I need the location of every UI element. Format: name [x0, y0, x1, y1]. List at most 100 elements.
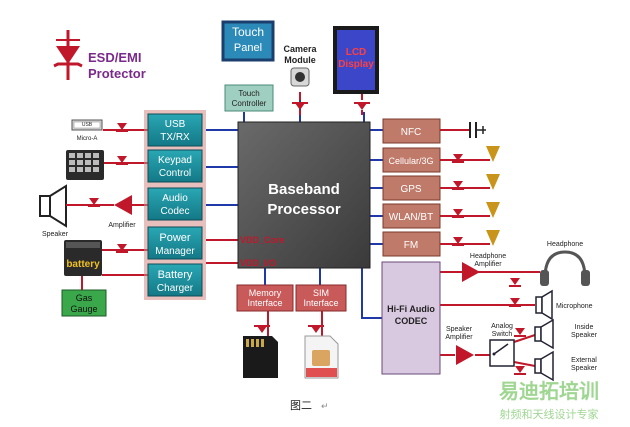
esd-emi-legend: ESD/EMI Protector	[53, 30, 146, 81]
camera-label-line2: Module	[284, 55, 316, 65]
hifi-line1: Hi-Fi Audio	[387, 304, 435, 314]
headphone-label: Headphone	[547, 241, 583, 248]
figure-caption: 图二	[290, 399, 312, 412]
esd-diode-icon	[509, 298, 521, 307]
inside-speaker-line2: Speaker	[571, 332, 598, 339]
speaker-amp-line1: Speaker	[446, 326, 473, 333]
usb-block: USB TX/RX	[147, 113, 203, 147]
esd-diode-icon	[452, 209, 464, 218]
rf-label-wlan: WLAN/BT	[389, 212, 433, 223]
touch-controller-line2: Controller	[232, 99, 267, 108]
esd-diode-icon	[292, 102, 308, 115]
watermark: 易迪拓培训 射频和天线设计专家	[499, 379, 599, 421]
antenna-icon	[486, 146, 500, 162]
esd-diode-icon	[452, 237, 464, 246]
keypad-line1: Keypad	[158, 155, 192, 166]
lcd-line2: Display	[338, 59, 374, 70]
speaker-amplifier-icon	[456, 345, 474, 365]
rf-block-wlan: WLAN/BT	[382, 203, 441, 229]
microphone-label: Microphone	[556, 303, 593, 310]
amplifier-label: Amplifier	[108, 222, 136, 229]
audio-line1: Audio	[162, 193, 188, 204]
memory-line2: Interface	[247, 298, 282, 308]
keypad-block: Keypad Control	[147, 149, 203, 183]
esd-label-line1: ESD/EMI	[88, 50, 141, 65]
analog-switch-line2: Switch	[492, 331, 513, 338]
sim-line1: SIM	[313, 288, 329, 298]
inside-speaker-line1: Inside	[575, 324, 594, 331]
rf-block-gps: GPS	[382, 175, 441, 201]
sim-line2: Interface	[303, 298, 338, 308]
battery-label: battery	[66, 259, 100, 270]
lcd-display: LCD Display	[333, 26, 379, 94]
analog-switch-line1: Analog	[491, 323, 513, 330]
esd-diode-icon	[514, 366, 526, 375]
esd-diode-icon	[452, 181, 464, 190]
usb-connector-label-line2: Micro-A	[77, 136, 98, 142]
audio-codec-block: Audio Codec	[147, 187, 203, 221]
baseband-line1: Baseband	[268, 181, 340, 198]
speaker-icon	[39, 184, 67, 228]
vdd-core-label: VDD_Core	[240, 235, 285, 245]
esd-diode-icon	[514, 328, 526, 337]
watermark-line1: 易迪拓培训	[499, 379, 599, 403]
esd-diode-icon	[308, 325, 324, 333]
rf-label-cellular: Cellular/3G	[388, 156, 433, 166]
nfc-coil-icon	[469, 122, 486, 138]
rf-label-gps: GPS	[400, 184, 421, 195]
battery-charger-line1: Battery	[158, 269, 193, 281]
rf-block-fm: FM	[382, 231, 441, 257]
esd-diode-icon	[354, 102, 370, 115]
touch-panel-line2: Panel	[234, 42, 262, 54]
memory-line1: Memory	[249, 288, 282, 298]
esd-diode-icon	[88, 198, 100, 207]
hifi-audio-codec: Hi-Fi Audio CODEC	[381, 261, 441, 375]
touch-panel: Touch Panel	[221, 20, 275, 62]
headphone-amp-line2: Amplifier	[474, 261, 502, 268]
external-speaker-icon	[534, 350, 554, 382]
baseband-processor: Baseband Processor VDD_Core VDD_I/O	[237, 121, 371, 269]
esd-label-line2: Protector	[88, 66, 146, 81]
caption-return-glyph: ↵	[321, 401, 329, 411]
headphone-amplifier-icon	[462, 262, 480, 282]
usb-line2: TX/RX	[160, 132, 190, 143]
audio-line2: Codec	[161, 206, 190, 217]
touch-panel-line1: Touch	[232, 25, 264, 39]
analog-switch-icon	[489, 339, 515, 367]
memory-card-icon	[243, 336, 278, 378]
touch-controller-line1: Touch	[238, 89, 259, 98]
usb-connector-label-line1: USB	[82, 122, 93, 128]
rf-block-cellular: Cellular/3G	[382, 147, 441, 173]
rf-block-nfc: NFC	[382, 118, 441, 144]
battery-charger-line2: Charger	[157, 283, 194, 294]
usb-line1: USB	[165, 119, 186, 130]
hifi-line2: CODEC	[395, 316, 428, 326]
gas-gauge-block: Gas Gauge	[61, 289, 107, 317]
speaker-label: Speaker	[42, 231, 69, 238]
keypad-line2: Control	[159, 168, 191, 179]
esd-diode-icon	[452, 154, 464, 163]
speaker-amp-line2: Amplifier	[445, 334, 473, 341]
external-speaker-line2: Speaker	[571, 365, 598, 372]
sim-interface: SIM Interface	[295, 284, 347, 312]
esd-diode-icon	[116, 244, 128, 253]
vdd-io-label: VDD_I/O	[240, 258, 276, 268]
touch-controller: Touch Controller	[224, 84, 274, 112]
camera-label-line1: Camera	[283, 44, 317, 54]
esd-diode-icon	[254, 325, 270, 333]
keypad-icon	[66, 150, 104, 180]
camera-module: Camera Module	[283, 44, 317, 87]
esd-diode-icon	[116, 156, 128, 165]
gas-gauge-line2: Gauge	[70, 304, 97, 314]
baseband-line2: Processor	[267, 201, 341, 218]
headphone-amp-line1: Headphone	[470, 253, 506, 260]
headphone-icon	[540, 250, 590, 286]
memory-interface: Memory Interface	[236, 284, 294, 312]
watermark-line2: 射频和天线设计专家	[500, 407, 599, 421]
gas-gauge-line1: Gas	[76, 293, 93, 303]
rf-label-fm: FM	[404, 240, 418, 251]
usb-connector-icon	[71, 119, 103, 131]
antenna-icon	[486, 230, 500, 246]
esd-diode-icon	[509, 278, 521, 287]
